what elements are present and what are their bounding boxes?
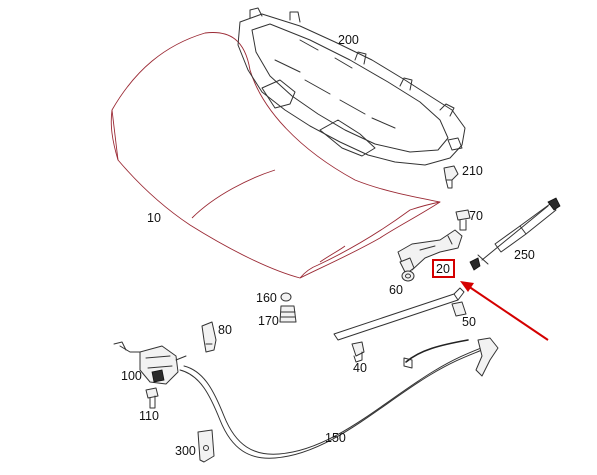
hinge-part-20[interactable] — [397, 229, 463, 275]
bolt-part-110[interactable] — [145, 387, 159, 409]
label-70: 70 — [469, 209, 483, 223]
hood-lock-part-100[interactable] — [113, 341, 187, 385]
bolt-part-70[interactable] — [455, 209, 471, 231]
label-300: 300 — [175, 444, 196, 458]
highlight-arrow — [460, 281, 549, 341]
label-50: 50 — [462, 315, 476, 329]
label-170: 170 — [258, 314, 279, 328]
bumper-part-170[interactable] — [279, 305, 297, 323]
release-cable-part-150[interactable] — [179, 337, 499, 459]
highlight-box-part-20 — [432, 259, 455, 278]
label-20: 20 — [436, 262, 450, 276]
clip-part-210[interactable] — [443, 165, 459, 189]
nut-part-60[interactable] — [401, 270, 415, 282]
label-210: 210 — [462, 164, 483, 178]
label-60: 60 — [389, 283, 403, 297]
gas-strut-part-250[interactable] — [469, 197, 561, 271]
label-10: 10 — [147, 211, 161, 225]
clip-part-40[interactable] — [351, 341, 365, 363]
label-100: 100 — [121, 369, 142, 383]
support-rod-part-50[interactable] — [333, 287, 467, 341]
label-80: 80 — [218, 323, 232, 337]
label-200: 200 — [338, 33, 359, 47]
grommet-part-160[interactable] — [280, 292, 292, 302]
label-110: 110 — [139, 409, 159, 423]
hood-part-10[interactable] — [110, 32, 441, 279]
label-150: 150 — [325, 431, 346, 445]
striker-part-80[interactable] — [201, 321, 217, 353]
label-250: 250 — [514, 248, 535, 262]
bracket-part-300[interactable] — [197, 429, 215, 463]
insulation-mat-part-200[interactable] — [237, 7, 466, 166]
label-40: 40 — [353, 361, 367, 375]
label-160: 160 — [256, 291, 277, 305]
